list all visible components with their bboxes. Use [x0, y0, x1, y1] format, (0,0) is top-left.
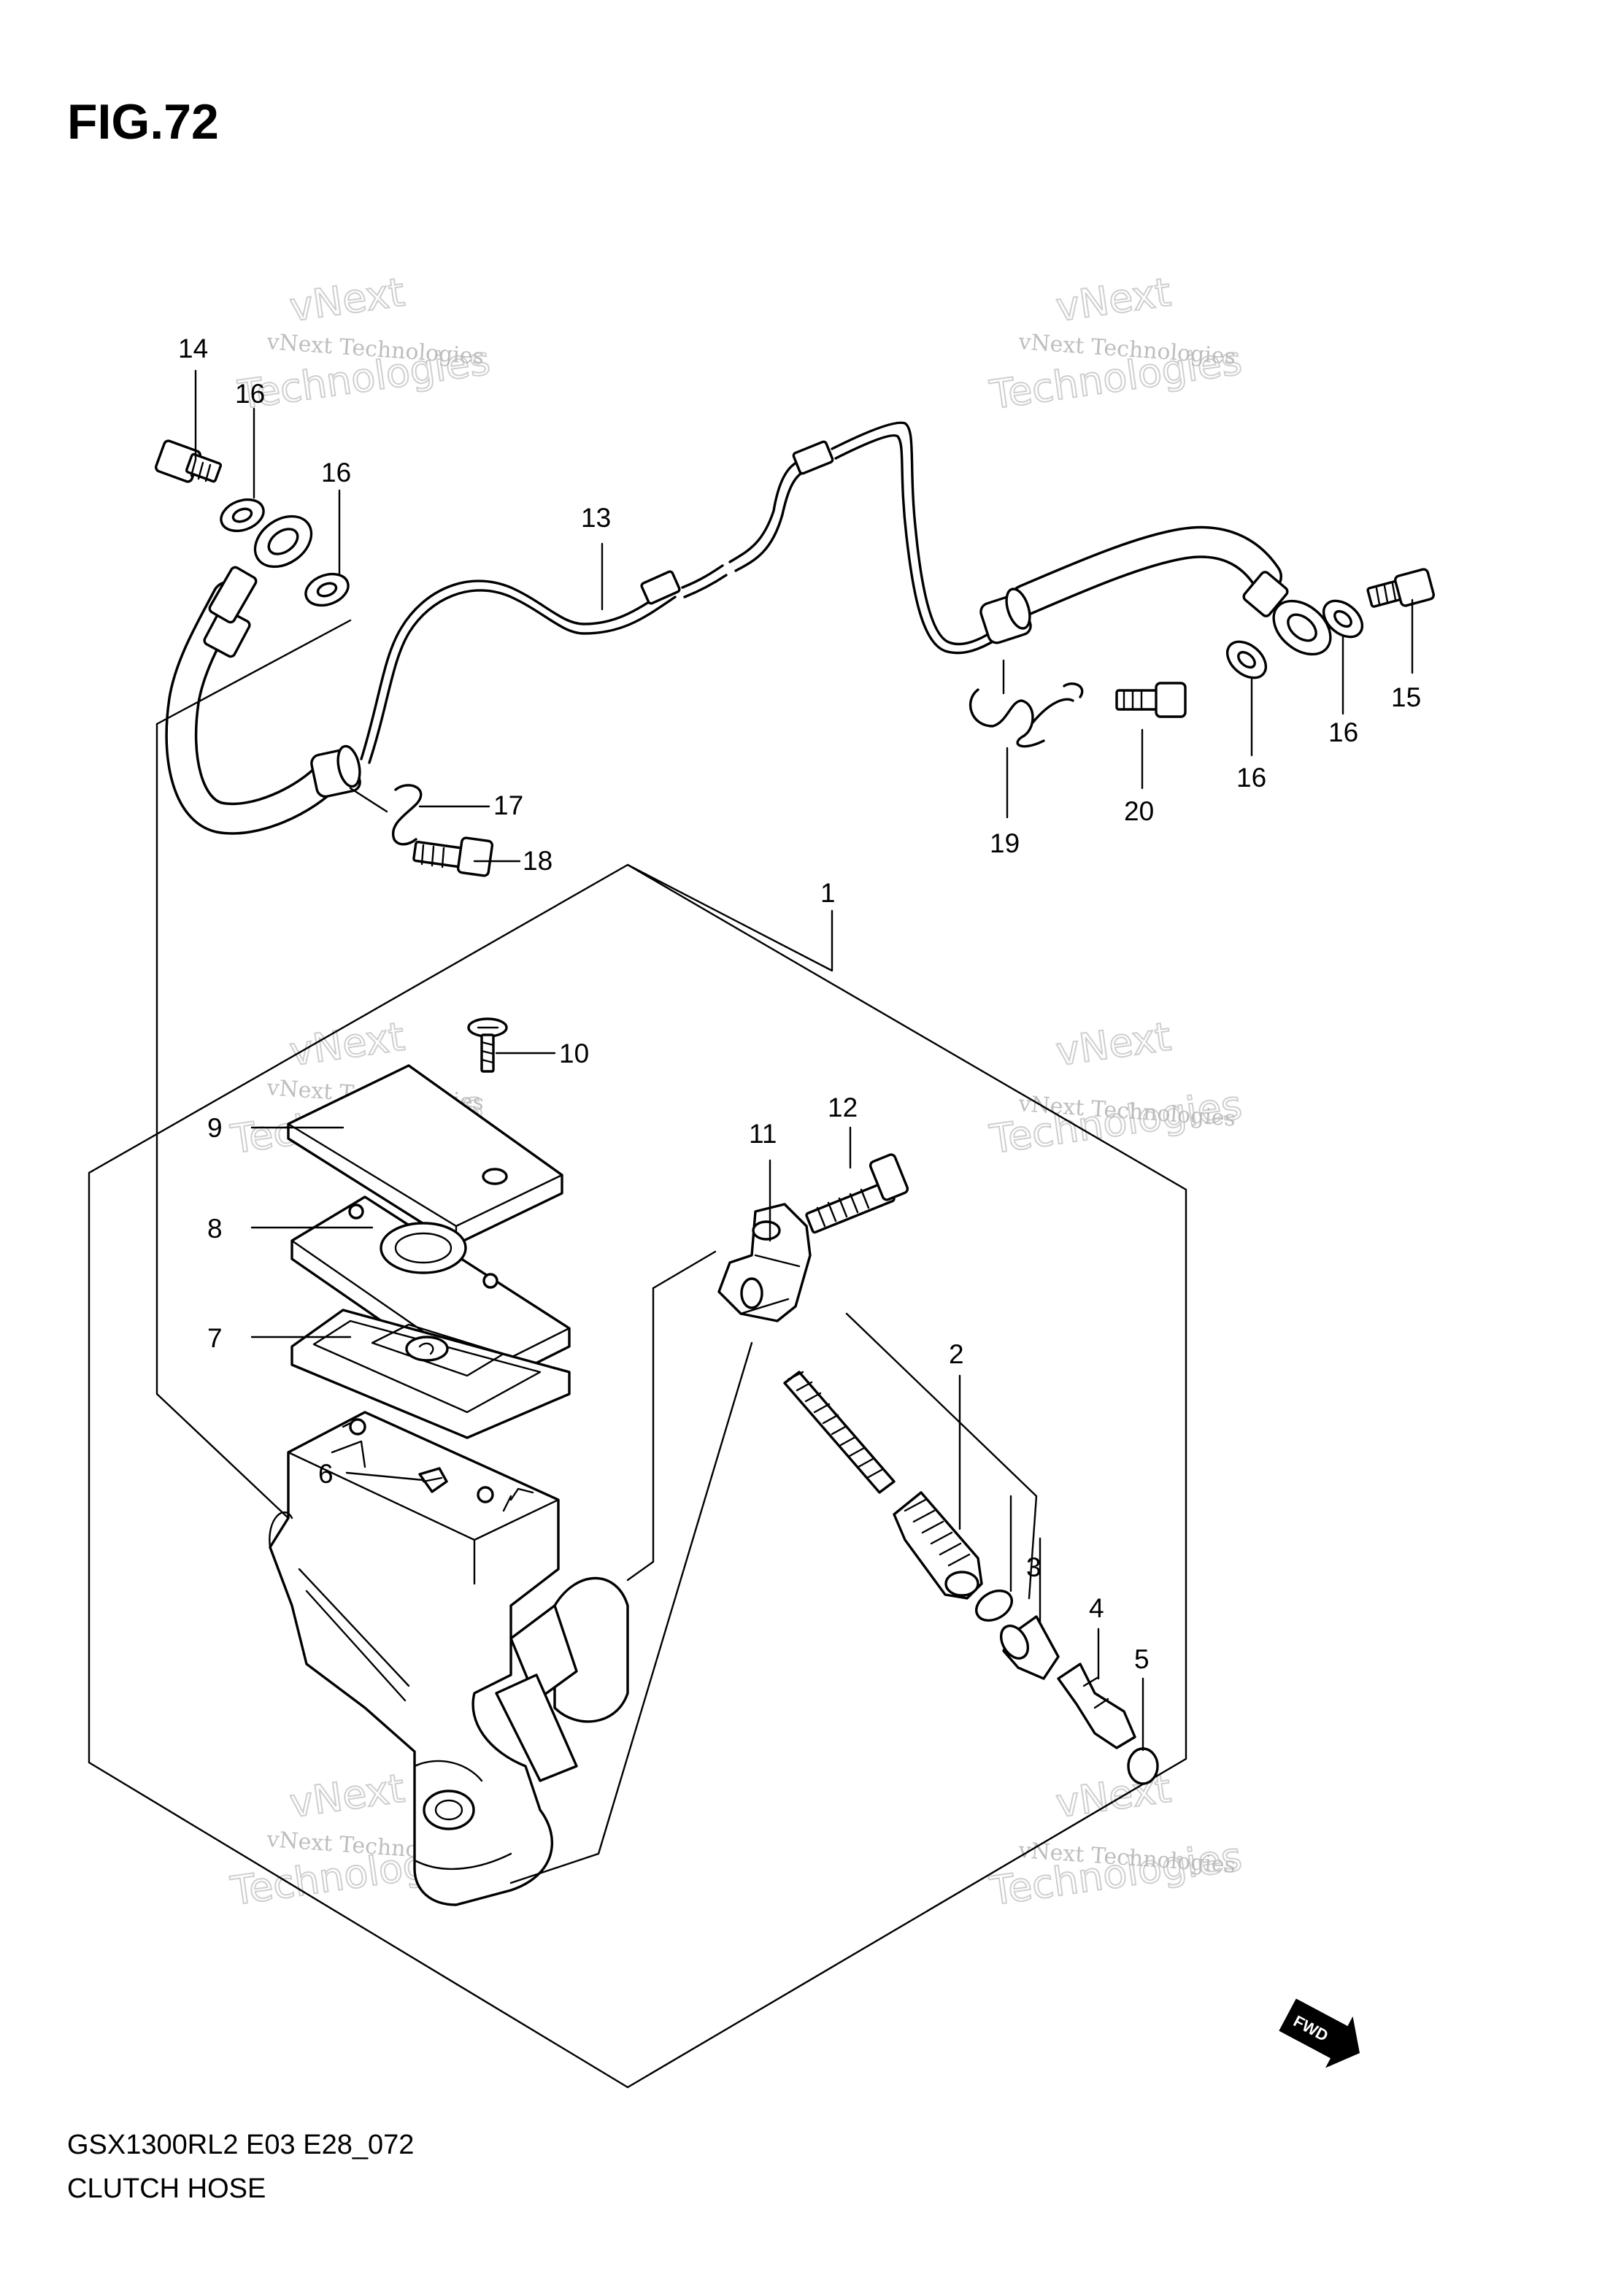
clamp-17 — [391, 784, 423, 846]
svg-text:vNext: vNext — [287, 1765, 407, 1827]
bolt-15 — [1366, 568, 1436, 608]
push-rod-4 — [1057, 1663, 1136, 1749]
callout-16-b: 16 — [321, 458, 351, 488]
callout-15: 15 — [1391, 682, 1421, 712]
svg-text:vNext: vNext — [1053, 269, 1174, 331]
callout-8: 8 — [207, 1214, 223, 1244]
piston-assembly — [893, 1491, 983, 1600]
watermark-top-right: vNext Technologies vNext Technologies — [986, 269, 1245, 419]
watermark-bottom-right: vNext Technologies vNext Technologies — [986, 1765, 1245, 1915]
callout-9: 9 — [207, 1113, 223, 1143]
reservoir-cap-9 — [287, 1064, 563, 1246]
fwd-direction-badge: FWD — [1279, 1998, 1360, 2068]
callout-11: 11 — [749, 1119, 777, 1149]
svg-text:vNext: vNext — [287, 269, 407, 331]
callout-20: 20 — [1124, 796, 1154, 826]
washer-16-c — [1225, 640, 1268, 679]
watermark-top-left: vNext Technologies vNext Technologies — [234, 269, 493, 419]
callout-6: 6 — [318, 1459, 334, 1489]
callout-12: 12 — [828, 1093, 858, 1122]
boot-cap-5 — [1127, 1747, 1159, 1785]
circlip-3 — [975, 1590, 1013, 1622]
svg-text:vNext: vNext — [287, 1014, 407, 1075]
figure-title: FIG.72 — [67, 94, 219, 150]
banjo-fitting-6 — [418, 1467, 448, 1493]
screw-10 — [467, 1017, 508, 1073]
section-title: CLUTCH HOSE — [67, 2173, 266, 2204]
callout-10: 10 — [559, 1039, 589, 1068]
washer-16-b — [304, 572, 350, 607]
model-code: GSX1300RL2 E03 E28_072 — [67, 2130, 415, 2160]
washer-16-a — [220, 498, 265, 533]
callout-5: 5 — [1134, 1644, 1150, 1674]
clutch-hose-left — [165, 515, 361, 835]
callout-19: 19 — [990, 828, 1020, 858]
callout-17: 17 — [493, 790, 523, 820]
callout-13: 13 — [581, 503, 611, 533]
callout-16-a: 16 — [235, 379, 265, 409]
diaphragm-7 — [290, 1309, 571, 1439]
svg-text:vNext: vNext — [1053, 1014, 1174, 1075]
forward-arrow-icon — [1279, 1998, 1360, 2068]
callout-18: 18 — [523, 846, 552, 876]
clutch-hose-right — [979, 525, 1332, 656]
callout-1: 1 — [820, 878, 836, 908]
watermark-mid-right: vNext Technologies vNext Technologies — [986, 1013, 1245, 1163]
master-cylinder-body — [269, 1411, 629, 1906]
spring-2 — [783, 1371, 896, 1494]
bolt-20 — [1115, 682, 1187, 718]
callout-3: 3 — [1026, 1552, 1041, 1582]
clutch-pipe-13 — [360, 421, 996, 764]
dust-boot — [999, 1615, 1060, 1680]
callout-16-d: 16 — [1328, 717, 1358, 747]
callout-7: 7 — [207, 1323, 223, 1353]
callout-labels: 1 2 3 4 5 6 7 8 9 10 11 12 13 14 15 16 1… — [178, 334, 1421, 1674]
leader-lines — [155, 369, 1414, 1884]
bolt-18 — [412, 836, 494, 877]
bolt-14 — [155, 439, 223, 483]
lever-bracket-11 — [717, 1203, 812, 1322]
bolt-12 — [805, 1153, 909, 1234]
washer-16-d — [1322, 599, 1364, 639]
clamp-19 — [969, 682, 1084, 748]
callout-4: 4 — [1089, 1593, 1104, 1623]
callout-2: 2 — [949, 1339, 964, 1369]
callout-14: 14 — [178, 334, 208, 363]
callout-16-c: 16 — [1236, 763, 1266, 793]
